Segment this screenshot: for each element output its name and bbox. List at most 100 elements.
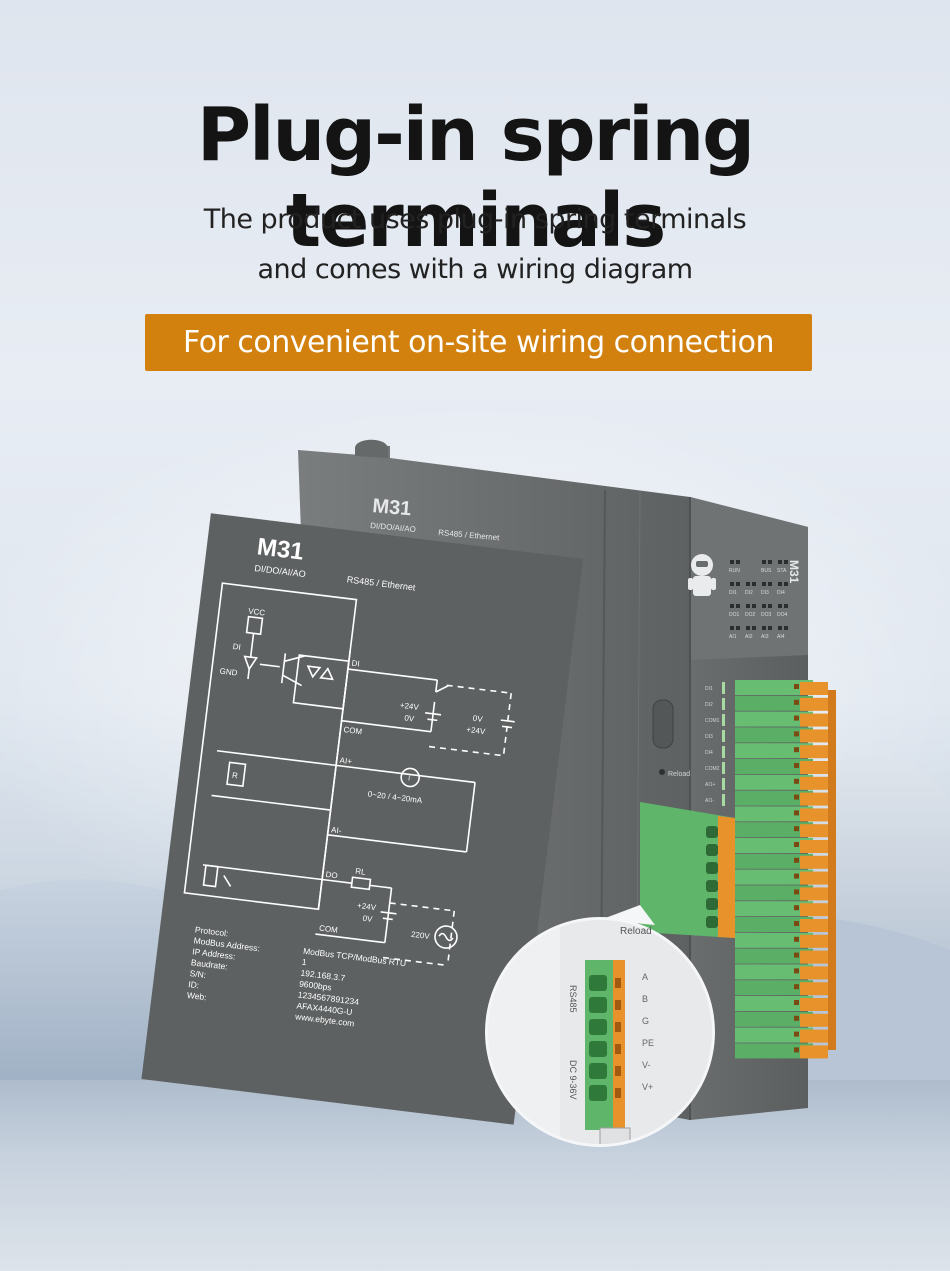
status-led [730,626,734,630]
terminal-lever [800,919,828,932]
zoom-pin-label: V+ [642,1082,653,1092]
spec-key: S/N: [189,968,207,980]
device-io-label: DI/DO/AI/AO [370,521,416,534]
zoom-terminal-release [615,1044,621,1054]
terminal-lever [800,729,828,743]
terminal-slot [735,885,813,901]
terminal-slot [735,1011,813,1027]
highlight-banner: For convenient on-site wiring connection [145,314,812,371]
status-led [736,560,740,564]
terminal-hole [706,844,718,856]
subtitle-line-2: and comes with a wiring diagram [257,254,693,285]
terminal-release [794,952,799,958]
terminal-release [794,747,799,753]
zoom-terminal-release [615,1022,621,1032]
label-com-2: COM [319,924,339,935]
label-com-1: COM [343,725,363,736]
terminal-slot [735,822,813,838]
zoom-rs485-label: RS485 [568,985,578,1013]
terminal-release [794,857,799,863]
terminal-slot [735,743,813,759]
zoom-pin-label: V- [642,1060,651,1070]
led-label: DO1 [729,612,740,618]
terminal-lever [800,950,828,964]
terminal-slot [735,759,813,774]
label-24v-b: +24V [466,725,487,736]
terminal-lever [800,713,828,727]
terminal-lever [800,792,828,806]
terminal-release [794,936,799,942]
status-led [736,582,740,586]
terminal-lever [800,776,828,790]
terminal-release [794,763,799,768]
spec-key: ID: [188,979,200,990]
terminal-release [794,810,799,816]
status-led [784,626,788,630]
terminal-lever [800,855,828,869]
status-led [736,626,740,630]
terminal-release [794,842,799,847]
terminal-slot [735,680,813,695]
device-model-label: M31 [372,495,413,520]
left-terminal-block [640,802,735,938]
led-label: AI2 [745,634,753,640]
terminal-lever [800,761,828,774]
reload-button [659,769,665,775]
zoom-terminal-release [615,978,621,988]
terminal-release [794,1047,799,1053]
terminal-lever [800,903,828,917]
terminal-slot [735,901,813,917]
status-led [762,626,766,630]
port-led [722,698,725,710]
status-led [752,626,756,630]
terminal-release [794,699,799,705]
status-led [784,604,788,608]
led-label: DI2 [745,590,753,596]
terminal-slot [735,980,813,996]
port-label: DI4 [705,750,713,756]
status-led [778,604,782,608]
terminal-slot [735,695,813,711]
status-led [768,626,772,630]
label-24v-c: +24V [357,901,378,912]
status-led [730,604,734,608]
status-led [762,604,766,608]
port-label: COM1 [705,718,720,724]
wiring-card: M31 DI/DO/AI/AO RS485 / Ethernet VCC DI … [141,513,584,1125]
zoom-pin-label: A [642,972,648,982]
led-label: AI3 [761,634,769,640]
status-led [746,604,750,608]
status-led [762,582,766,586]
terminal-lever [800,887,828,901]
terminal-release [794,921,799,926]
terminal-lever [800,745,828,759]
terminal-release [794,731,799,737]
label-24v-a: +24V [399,701,420,712]
spec-value: 1 [301,957,307,968]
zoom-pin-label: PE [642,1038,654,1048]
label-gnd: GND [219,667,238,678]
label-ai-minus: AI- [331,825,343,835]
zoom-terminal-hole [589,1041,607,1057]
terminal-lever [800,1045,828,1059]
terminal-slot [735,774,813,790]
port-label: DI3 [705,734,713,740]
led-label: STA [777,568,787,574]
zoom-dc-label: DC 9-36V [568,1060,578,1100]
card-model: M31 [256,533,306,565]
status-led [746,626,750,630]
terminal-lever [800,934,828,948]
terminal-slot [735,996,813,1011]
terminal-slot [735,948,813,964]
zoom-terminal-hole [589,1019,607,1035]
status-led [778,560,782,564]
label-do: DO [325,870,338,880]
terminal-lever [800,871,828,885]
led-label: DI4 [777,590,785,596]
zoom-terminal-hole [589,997,607,1013]
terminal-slot [735,932,813,948]
